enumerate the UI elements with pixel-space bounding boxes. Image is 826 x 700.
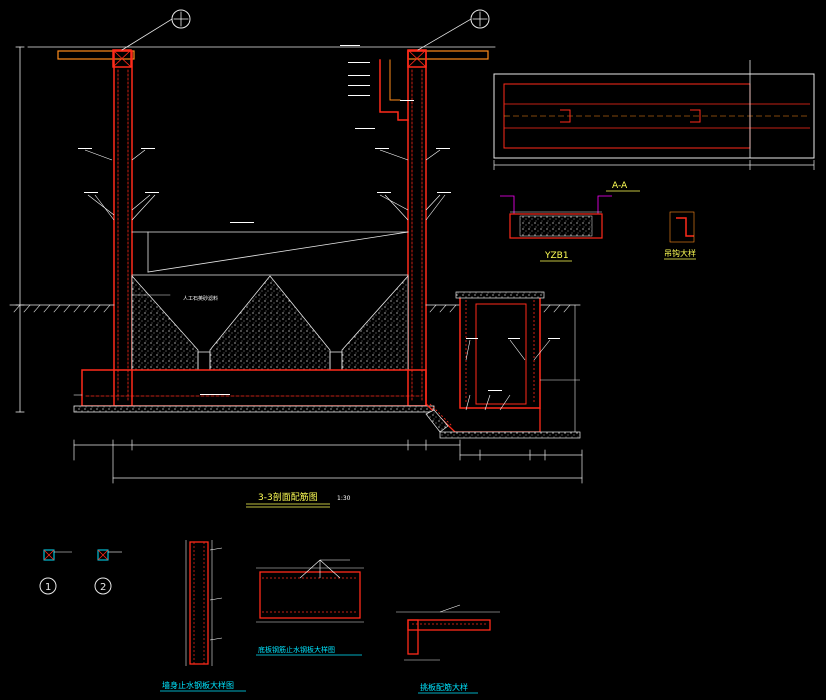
rebar-leaders (84, 149, 551, 411)
wall-detail-title: 墙身止水钢板大样图 (162, 680, 234, 690)
base-slab (81, 369, 427, 407)
left-wall (113, 50, 133, 407)
side-tank (425, 291, 581, 439)
yzb1-detail (500, 195, 612, 239)
bottom-dimensions (73, 439, 583, 484)
aa-label: A-A (612, 181, 628, 191)
section-mark-2-label: 2 (100, 582, 106, 593)
main-scale: 1:30 (337, 495, 351, 502)
top-beam-left (57, 50, 135, 60)
right-wall (407, 50, 427, 407)
section-mark-2 (94, 549, 122, 595)
outlet-weir (379, 59, 409, 121)
aa-section (493, 60, 815, 170)
filter-media (131, 274, 409, 371)
yzb1-label: YZB1 (544, 251, 569, 261)
top-column-right (407, 49, 427, 68)
slab-detail-title: 挑板配筋大样 (420, 682, 468, 692)
hook-detail (669, 211, 695, 243)
bottom-waterstop-detail (256, 559, 364, 623)
section-mark-1-label: 1 (45, 582, 51, 593)
hook-label: 吊钩大样 (664, 248, 696, 258)
section-mark-1 (39, 549, 72, 595)
filter-label: 人工石英砂滤料 (183, 295, 218, 302)
bottom-detail-title: 底板钢筋止水钢板大样图 (258, 645, 335, 654)
cantilever-slab-detail (396, 604, 500, 661)
main-title: 3-3剖面配筋图 (258, 491, 318, 503)
blinding-layer (73, 405, 435, 413)
wall-waterstop-detail (185, 540, 223, 666)
rebar-callouts (78, 45, 560, 395)
top-beam-right (407, 50, 489, 60)
main-section: 人工石英砂滤料 (9, 9, 583, 484)
